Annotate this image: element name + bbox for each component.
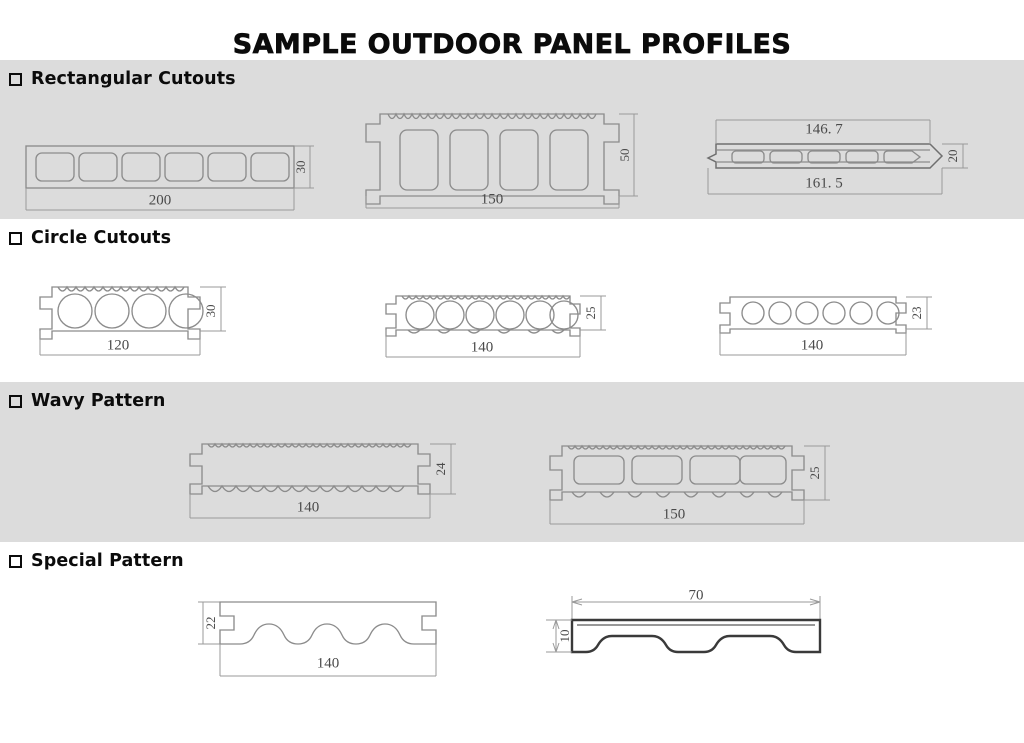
dim-width-bottom-label: 161. 5 <box>805 175 843 191</box>
dim-width-label: 140 <box>471 339 494 355</box>
scalloped-bottom <box>407 329 565 334</box>
profile-wavy-140x24: 140 24 <box>189 436 460 526</box>
checkbox-icon <box>9 232 22 245</box>
dimension-height: 25 <box>580 295 606 331</box>
profile-outline <box>570 618 822 654</box>
dim-height-label: 30 <box>203 305 218 318</box>
profile-outline <box>719 296 907 334</box>
profile-outline <box>39 285 204 340</box>
dim-width-top-label: 146. 7 <box>805 121 843 137</box>
dimension-width: 150 <box>365 191 620 209</box>
cutouts <box>399 129 589 191</box>
scalloped-bottom <box>207 484 405 493</box>
dim-width-label: 150 <box>663 506 686 522</box>
section-label: Special Pattern <box>31 551 184 571</box>
cutouts <box>35 152 290 182</box>
profile-outline <box>549 444 805 501</box>
dim-width-label: 120 <box>107 337 130 353</box>
dim-width-label: 140 <box>317 655 340 671</box>
profile-outline <box>219 601 437 645</box>
dimension-height: 50 <box>617 113 638 197</box>
dimension-height: 20 <box>942 143 968 169</box>
dimension-width-bottom: 161. 5 <box>707 168 943 195</box>
profile-circle-140x25: 140 25 <box>384 291 634 363</box>
profile-circle-120x30: 120 30 <box>39 281 300 361</box>
section-label: Wavy Pattern <box>31 391 166 411</box>
profile-special-70x10: 70 10 <box>544 584 854 684</box>
dimension-height: 30 <box>200 286 226 332</box>
dim-height-label: 25 <box>583 307 598 320</box>
dim-width-label: 150 <box>481 191 504 207</box>
dim-width-label: 140 <box>297 499 320 515</box>
dimension-height: 30 <box>293 145 314 189</box>
checkbox-icon <box>9 395 22 408</box>
dim-height-label: 30 <box>293 161 308 174</box>
profile-circle-140x23: 140 23 <box>718 293 968 363</box>
profile-outline <box>706 143 944 169</box>
dim-height-label: 50 <box>617 149 632 162</box>
section-header: Special Pattern <box>0 542 1024 572</box>
dimension-height: 22 <box>198 601 220 645</box>
serrated-top <box>57 285 185 292</box>
dimension-width: 150 <box>549 500 805 525</box>
dim-width-label: 140 <box>801 337 824 353</box>
serrated-top <box>387 112 597 120</box>
dim-height-label: 20 <box>945 150 960 163</box>
section-special-pattern: Special Pattern 22 140 <box>0 542 1024 713</box>
section-wavy-pattern: Wavy Pattern 140 <box>0 382 1024 542</box>
serrated-top <box>567 444 786 450</box>
dim-width-label: 200 <box>149 192 172 208</box>
dimension-height: 24 <box>430 443 456 495</box>
dimension-height: 10 <box>546 619 572 653</box>
dim-height-label: 25 <box>807 467 822 480</box>
dimension-height: 25 <box>804 445 830 501</box>
cutouts <box>405 300 579 330</box>
serrated-top <box>401 294 571 300</box>
dimension-width: 70 <box>571 587 821 620</box>
dim-width-label: 70 <box>689 587 704 603</box>
section-label: Circle Cutouts <box>31 228 172 248</box>
section-circle-cutouts: Circle Cutouts <box>0 219 1024 382</box>
dimension-width: 200 <box>25 188 295 211</box>
dimension-width: 140 <box>189 494 431 519</box>
checkbox-icon <box>9 555 22 568</box>
dimension-height: 23 <box>906 296 932 330</box>
profile-wavy-150x25: 150 25 <box>544 436 834 532</box>
section-header: Rectangular Cutouts <box>0 60 1024 90</box>
dim-height-label: 10 <box>557 630 572 643</box>
profile-rect-161-5x20: 146. 7 161. 5 20 <box>706 112 1006 214</box>
profile-special-140x22: 22 140 <box>190 596 460 686</box>
cutouts <box>573 455 787 485</box>
checkbox-icon <box>9 73 22 86</box>
section-label: Rectangular Cutouts <box>31 69 236 89</box>
profile-outline <box>365 112 620 205</box>
profile-outline <box>25 145 295 189</box>
dimension-width: 140 <box>385 330 581 358</box>
cutouts <box>731 150 922 164</box>
dim-height-label: 24 <box>433 462 448 476</box>
cutouts <box>57 293 204 329</box>
profile-outline <box>385 294 581 337</box>
dimension-width: 140 <box>719 329 907 356</box>
cutouts <box>741 301 900 325</box>
serrated-top <box>207 442 412 448</box>
section-header: Circle Cutouts <box>0 219 1024 249</box>
page-title: SAMPLE OUTDOOR PANEL PROFILES <box>232 29 792 61</box>
dimension-width: 140 <box>219 644 437 677</box>
dimension-width: 120 <box>39 331 201 356</box>
scalloped-bottom <box>571 491 783 498</box>
dimension-width-top: 146. 7 <box>715 119 931 144</box>
profile-rect-150x50: 150 50 <box>365 102 644 214</box>
dim-height-label: 23 <box>909 307 924 320</box>
section-header: Wavy Pattern <box>0 382 1024 412</box>
section-rectangular-cutouts: Rectangular Cutouts <box>0 60 1024 219</box>
dim-height-label: 22 <box>203 617 218 630</box>
profile-outline <box>189 442 431 495</box>
profile-rect-200x30: 200 30 <box>18 138 318 216</box>
